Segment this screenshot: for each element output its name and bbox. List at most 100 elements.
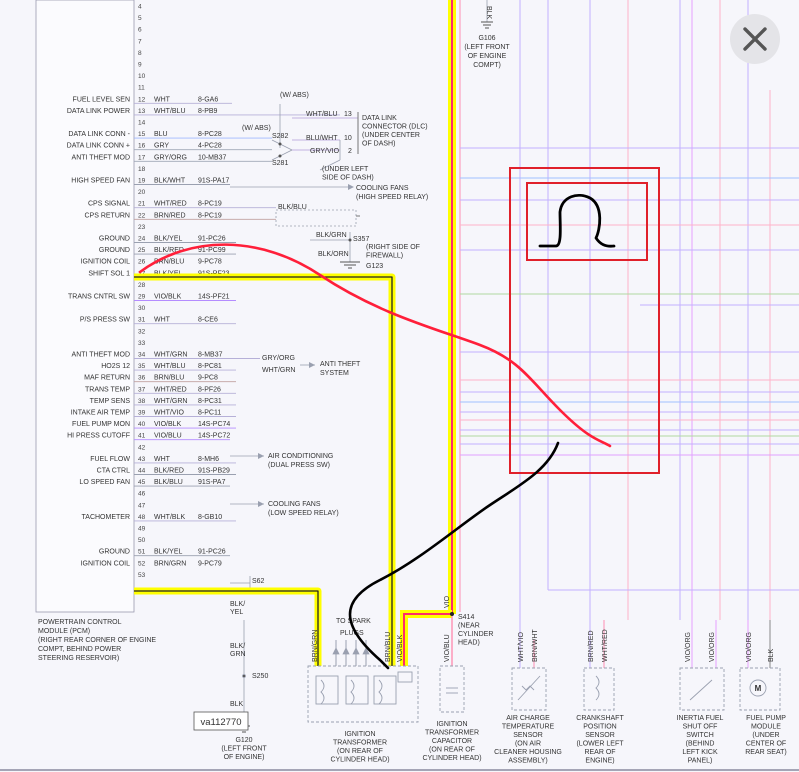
- pcm-pin-circuit: 9-PC79: [198, 560, 222, 567]
- pcm-pin-number: 7: [138, 38, 142, 45]
- pcm-pin-number: 39: [138, 410, 146, 417]
- diagram-id-box: [193, 711, 249, 731]
- anti-theft-system-label: ANTI THEFT: [320, 361, 361, 368]
- pcm-pin-label: FUEL LEVEL SEN: [73, 96, 130, 103]
- pcm-pin-label: TEMP SENS: [90, 398, 131, 405]
- splice-s414-label: (NEAR: [458, 623, 480, 630]
- pcm-pin-number: 38: [138, 398, 146, 405]
- ac-label: (DUAL PRESS SW): [268, 462, 330, 469]
- ground-g120-label: G120: [235, 737, 252, 744]
- wire-color: BRN/WHT: [532, 629, 539, 662]
- pcm-pin-wire-color: WHT/BLU: [154, 363, 186, 370]
- air-charge-sensor-label: ASSEMBLY): [508, 758, 548, 765]
- pcm-pin-circuit: 91S-PA17: [198, 178, 229, 185]
- pcm-pin-circuit: 8-PC19: [198, 212, 222, 219]
- dlc-label: CONNECTOR (DLC): [362, 124, 428, 131]
- pcm-pin-number: 5: [138, 15, 142, 22]
- wire-color: WHT/RED: [602, 629, 609, 662]
- wire-color: BRN/GRN: [312, 630, 319, 662]
- pcm-pin-number: 12: [138, 96, 146, 103]
- ignition-capacitor: [439, 665, 465, 713]
- pcm-pin-label: DATA LINK CONN +: [67, 143, 130, 150]
- splice-label: S282: [272, 133, 288, 140]
- pcm-pin-circuit: 4-PC28: [198, 143, 222, 150]
- ignition-capacitor-label: IGNITION: [436, 721, 467, 728]
- pcm-pin-label: SHIFT SOL 1: [88, 270, 130, 277]
- pcm-pin-number: 10: [138, 73, 146, 80]
- pcm-pin-number: 51: [138, 549, 146, 556]
- pcm-pin-label: GROUND: [99, 236, 130, 243]
- spark-plug-label: PLUGS: [340, 630, 364, 637]
- pcm-pin-label: FUEL FLOW: [90, 456, 130, 463]
- air-charge-sensor-label: AIR CHARGE: [506, 715, 550, 722]
- pcm-pin-label: GROUND: [99, 247, 130, 254]
- pcm-pin-number: 21: [138, 201, 146, 208]
- crankshaft-sensor-label: SENSOR: [585, 732, 615, 739]
- inertia-switch-label: (BEHIND: [686, 741, 715, 748]
- cooling-low-label: COOLING FANS: [268, 501, 321, 508]
- crankshaft-sensor-label: ENGINE): [585, 758, 614, 765]
- pcm-pin-number: 9: [138, 62, 142, 69]
- abs-note: (W/ ABS): [242, 125, 271, 132]
- dlc-label: OF DASH): [362, 141, 395, 148]
- pcm-pin-circuit: 14S-PC72: [198, 433, 230, 440]
- pcm-pin-number: 49: [138, 526, 146, 533]
- pcm-pin-number: 41: [138, 433, 146, 440]
- dlc-wire-color: WHT/BLU: [306, 111, 338, 118]
- ground-label: G123: [366, 263, 383, 270]
- pcm-pin-wire-color: WHT/BLU: [154, 108, 186, 115]
- cooling-high-label: (HIGH SPEED RELAY): [356, 194, 428, 201]
- pcm-pin-wire-color: GRY/ORG: [154, 154, 187, 161]
- pcm-pin-number: 8: [138, 50, 142, 57]
- ignition-transformer-label: TRANSFORMER: [333, 740, 387, 747]
- wire-color: WHT/VIO: [518, 632, 525, 662]
- pcm-pin-label: HO2S 12: [101, 363, 130, 370]
- pcm-pin-circuit: 91-PC99: [198, 247, 226, 254]
- pcm-pin-circuit: 8-GA6: [198, 96, 218, 103]
- pcm-pin-circuit: 8-PB9: [198, 108, 218, 115]
- pcm-pin-number: 46: [138, 491, 146, 498]
- close-button[interactable]: [730, 14, 780, 64]
- ignition-capacitor-label: TRANSFORMER: [425, 730, 479, 737]
- pcm-pin-number: 16: [138, 143, 146, 150]
- diagram-id: va112770: [200, 717, 241, 728]
- pcm-pin-label: HI PRESS CUTOFF: [67, 433, 130, 440]
- cps-splice: [275, 209, 360, 269]
- pcm-pin-wire-color: WHT/GRN: [154, 398, 187, 405]
- pcm-pin-wire-color: WHT/RED: [154, 386, 187, 393]
- pcm-pin-number: 52: [138, 560, 146, 567]
- pcm-pin-number: 36: [138, 375, 146, 382]
- inertia-switch-label: PANEL): [688, 758, 713, 765]
- pcm-pin-label: IGNITION COIL: [81, 560, 131, 567]
- pcm-pin-circuit: 14S-PF21: [198, 294, 230, 301]
- wire-color: VIO/BLU: [444, 634, 451, 662]
- pcm-pin-circuit: 8-PC11: [198, 410, 221, 417]
- splice-label: S357: [353, 236, 369, 243]
- wire-color: VIO/ORG: [746, 632, 753, 662]
- ground-g120-label: (LEFT FRONT: [221, 746, 267, 753]
- pcm-pin-number: 29: [138, 294, 146, 301]
- dlc-wire-color: BLU/WHT: [306, 135, 338, 142]
- pcm-pin-number: 25: [138, 247, 146, 254]
- ground-g106-label: G106: [478, 35, 495, 42]
- pcm-pin-circuit: 8-PC28: [198, 131, 222, 138]
- pcm-pin-circuit: 14S-PC74: [198, 421, 230, 428]
- crankshaft-sensor-label: POSITION: [583, 724, 616, 731]
- location-note: FIREWALL): [366, 253, 403, 260]
- pcm-pin-label: CPS RETURN: [84, 212, 130, 219]
- fuel-pump-label: FUEL PUMP: [746, 715, 786, 722]
- pcm-label-line: POWERTRAIN CONTROL: [38, 619, 122, 626]
- splice-s414-label: CYLINDER: [458, 631, 493, 638]
- pcm-pin-label: CPS SIGNAL: [88, 201, 130, 208]
- pcm-pin-wire-color: VIO/BLK: [154, 421, 182, 428]
- dlc-label: DATA LINK: [362, 115, 397, 122]
- inertia-switch: [679, 667, 725, 711]
- abs-note: (W/ ABS): [280, 92, 309, 99]
- air-charge-sensor-label: CLEANER HOUSING: [494, 749, 562, 756]
- air-charge-sensor: [511, 667, 547, 711]
- pcm-pin-wire-color: WHT/BLK: [154, 514, 185, 521]
- inertia-switch-label: LEFT KICK: [682, 749, 718, 756]
- pcm-pin-circuit: 8-PC81: [198, 363, 222, 370]
- spark-plug-label: TO SPARK: [336, 618, 371, 625]
